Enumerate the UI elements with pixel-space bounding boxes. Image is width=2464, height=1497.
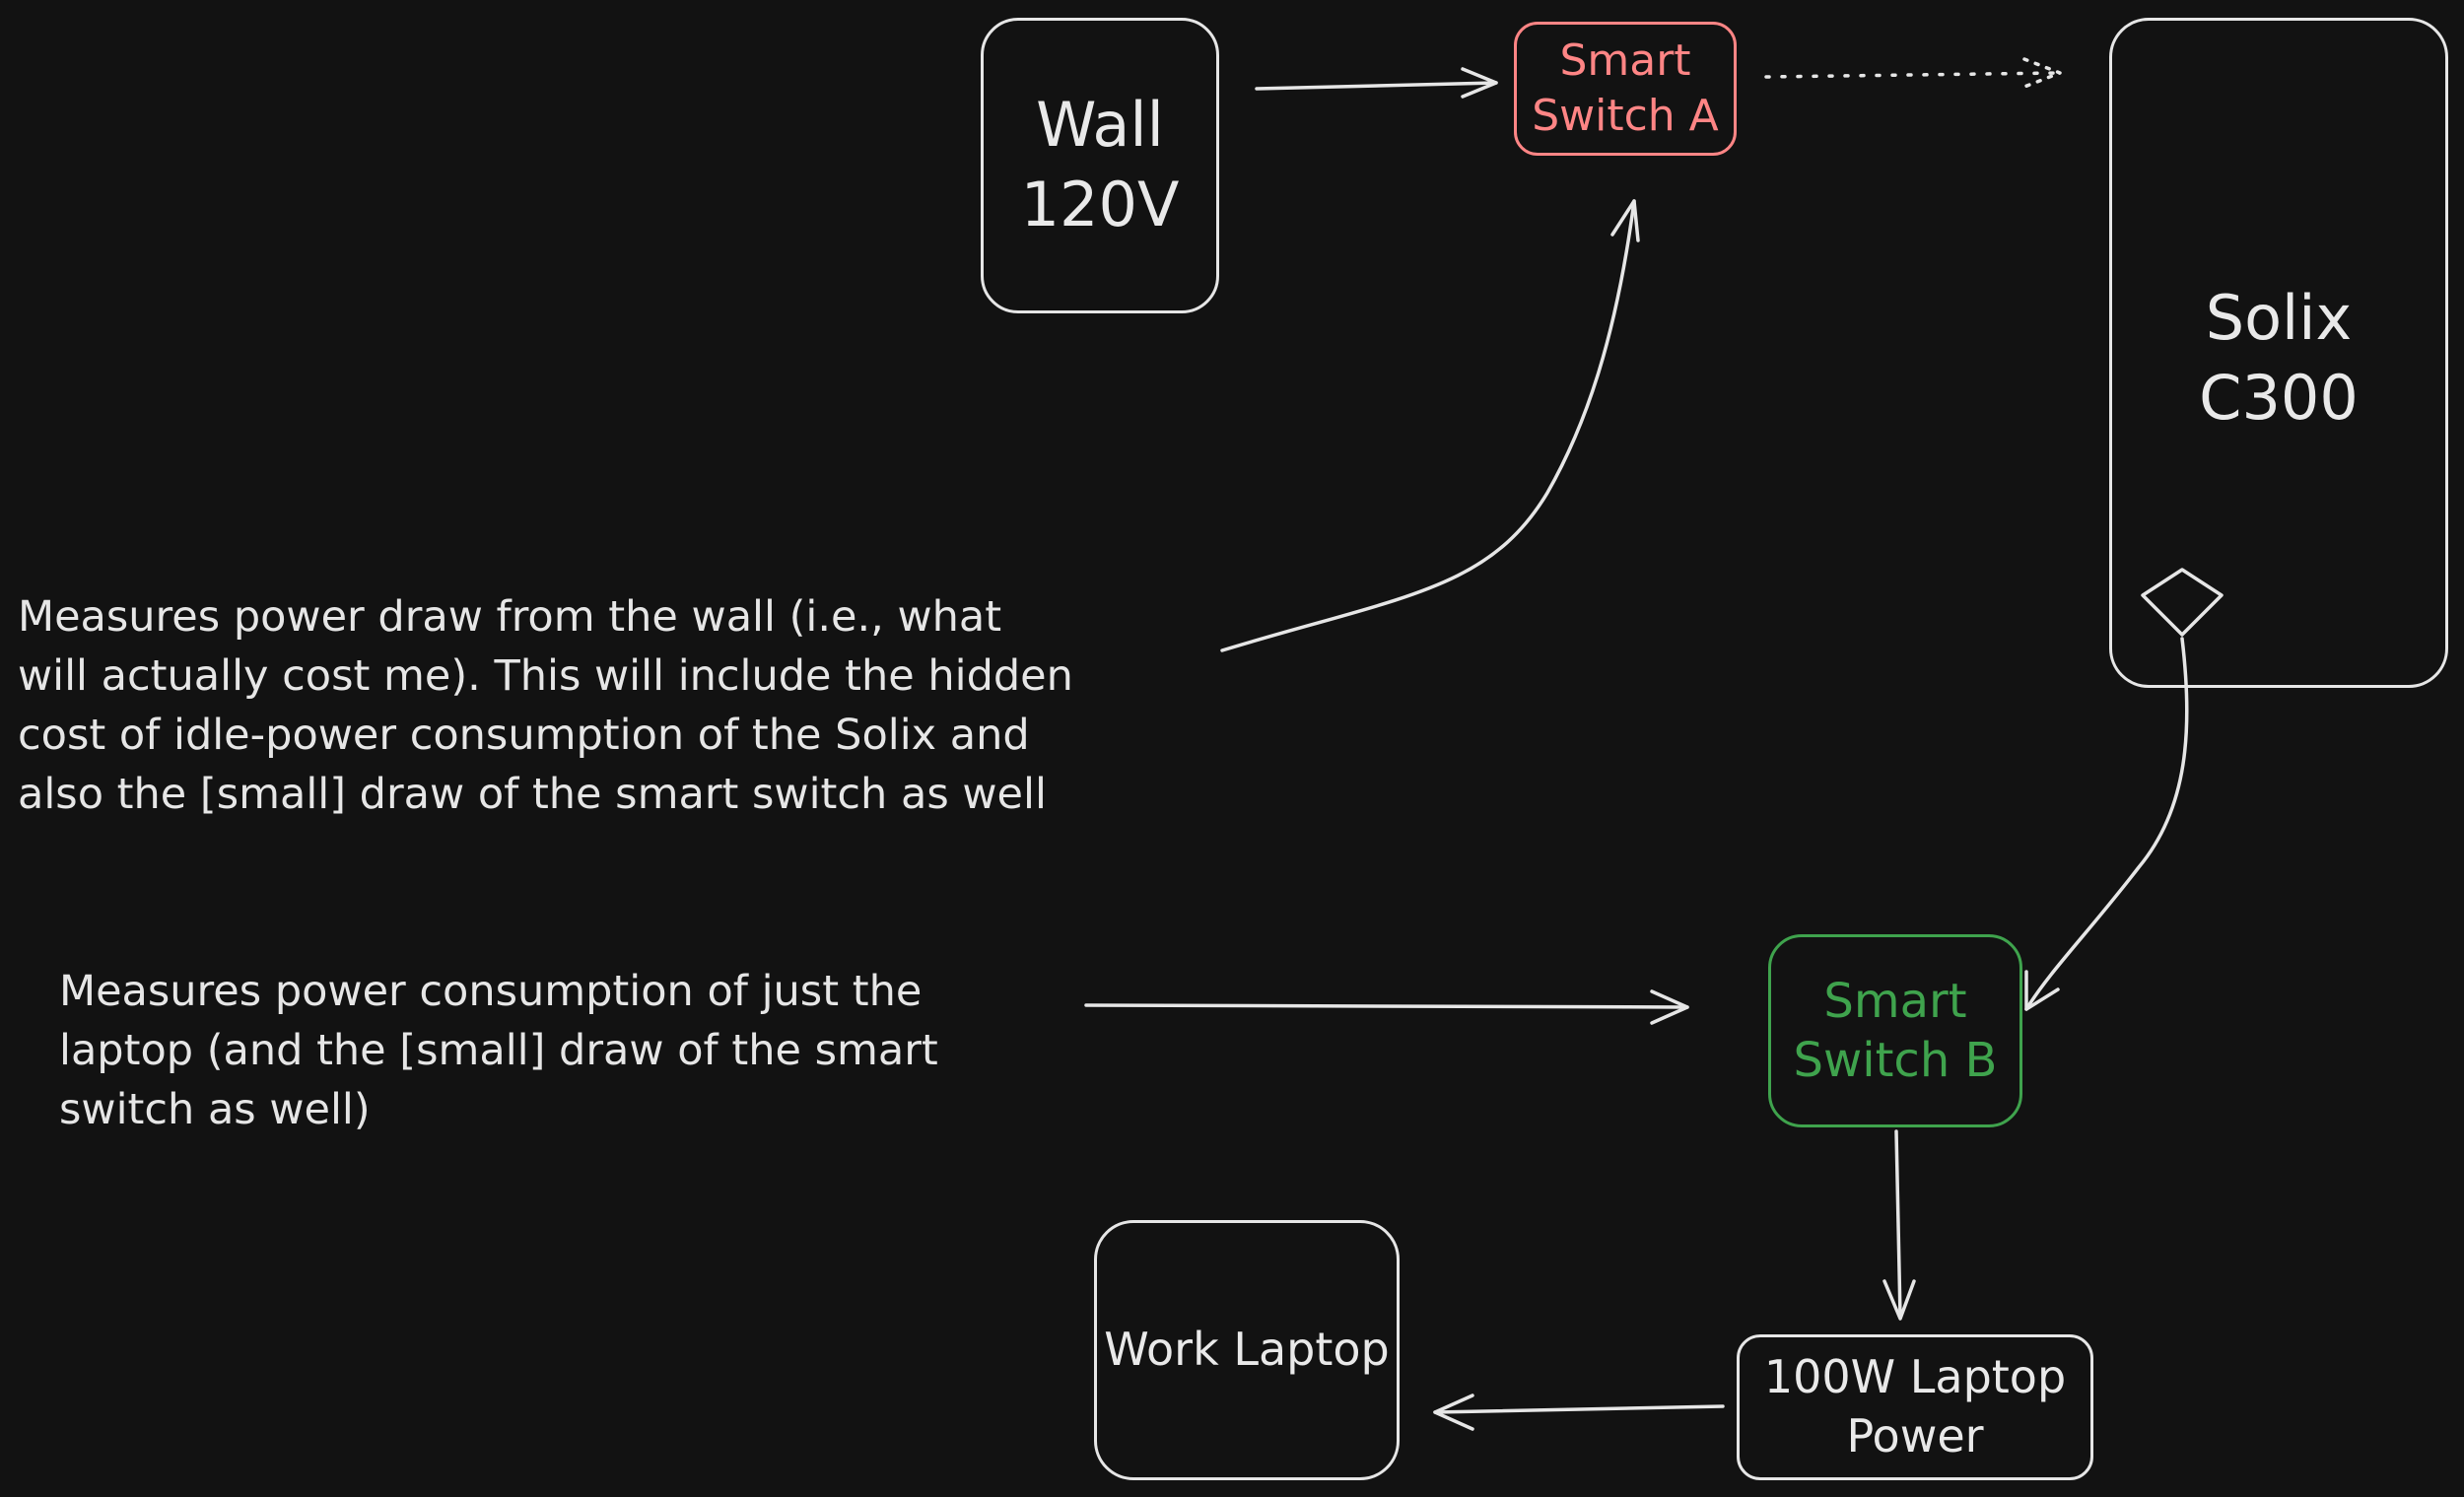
arrow-wall-to-switch-a bbox=[1255, 81, 1498, 91]
arrowhead-charger-to-laptop bbox=[1433, 1394, 1474, 1431]
work-laptop-node: Work Laptop bbox=[1094, 1220, 1400, 1480]
arrowhead-switch-a-to-solix bbox=[2022, 57, 2062, 89]
arrowhead-solix-to-switch-b bbox=[2024, 970, 2060, 1011]
solix-c300-node: Solix C300 bbox=[2109, 18, 2448, 688]
switch-b-annotation: Measures power consumption of just the l… bbox=[59, 967, 938, 1134]
smart-switch-b-node: Smart Switch B bbox=[1768, 934, 2022, 1127]
arrow-note-to-switch-a bbox=[1220, 199, 1636, 652]
arrow-switch-b-to-charger bbox=[1894, 1129, 1902, 1319]
arrowhead-note-to-switch-b bbox=[1650, 989, 1689, 1025]
solix-output-diamond bbox=[2141, 568, 2224, 637]
laptop-charger-node: 100W Laptop Power bbox=[1737, 1334, 2093, 1480]
arrowhead-switch-b-to-charger bbox=[1882, 1279, 1916, 1321]
arrow-solix-to-switch-b bbox=[2024, 637, 2189, 1011]
smart-switch-a-node: Smart Switch A bbox=[1514, 22, 1737, 156]
wall-outlet-node: Wall 120V bbox=[981, 18, 1219, 313]
arrowhead-wall-to-switch-a bbox=[1461, 67, 1498, 99]
arrowhead-note-to-switch-a bbox=[1610, 199, 1640, 242]
arrow-note-to-switch-b bbox=[1084, 1003, 1689, 1009]
switch-a-annotation: Measures power draw from the wall (i.e.,… bbox=[18, 592, 1073, 819]
arrow-switch-a-to-solix bbox=[1764, 71, 2060, 79]
arrow-charger-to-laptop bbox=[1433, 1404, 1725, 1414]
